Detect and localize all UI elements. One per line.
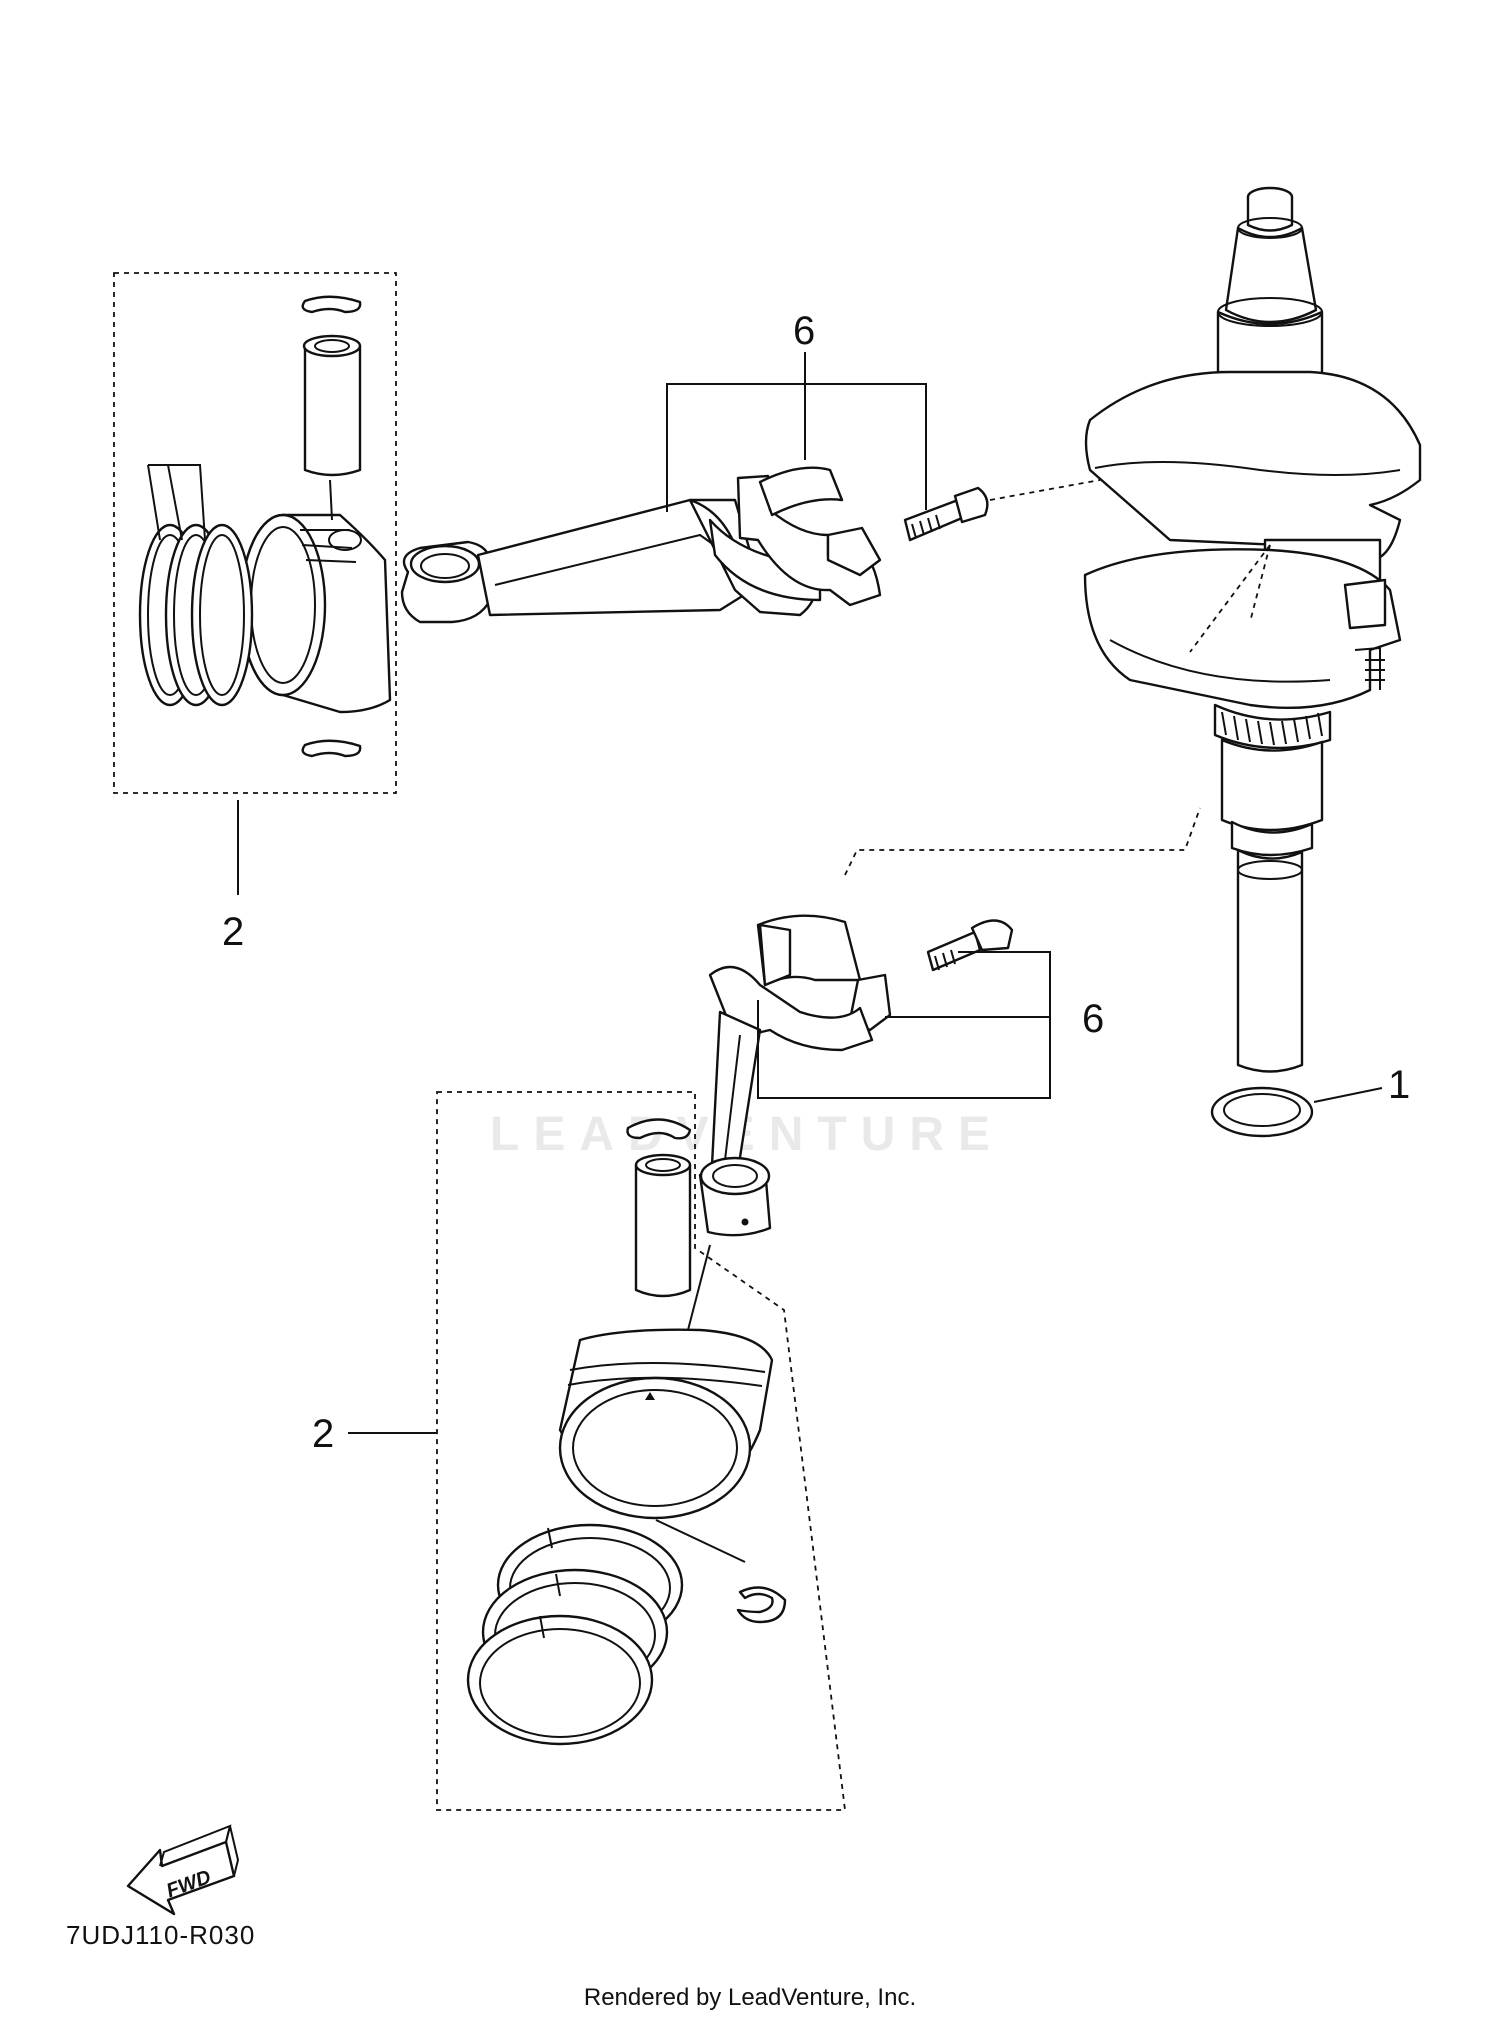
callout-6-bottom: 6 <box>1082 997 1104 1041</box>
callout-1: 1 <box>1388 1063 1410 1107</box>
item-1-seal-ring <box>1210 1086 1383 1138</box>
footer-text: Rendered by LeadVenture, Inc. <box>583 1984 917 2011</box>
diagram-code: 7UDJ110-R030 <box>66 1920 256 1950</box>
callout-2-top: 2 <box>222 910 244 954</box>
callout-2-bottom: 2 <box>312 1412 334 1456</box>
piston-assembly-top <box>113 272 397 794</box>
crankshaft <box>1083 186 1422 1073</box>
bracket-6-bottom <box>757 951 1051 1099</box>
connecting-rod-top <box>400 466 1101 624</box>
connecting-rod-bottom <box>687 807 1201 1331</box>
bracket-6-top <box>666 352 927 512</box>
fwd-arrow-icon: FWD <box>126 1824 240 1916</box>
callout-6-top: 6 <box>793 309 815 353</box>
piston-assembly-bottom <box>436 1091 847 1811</box>
